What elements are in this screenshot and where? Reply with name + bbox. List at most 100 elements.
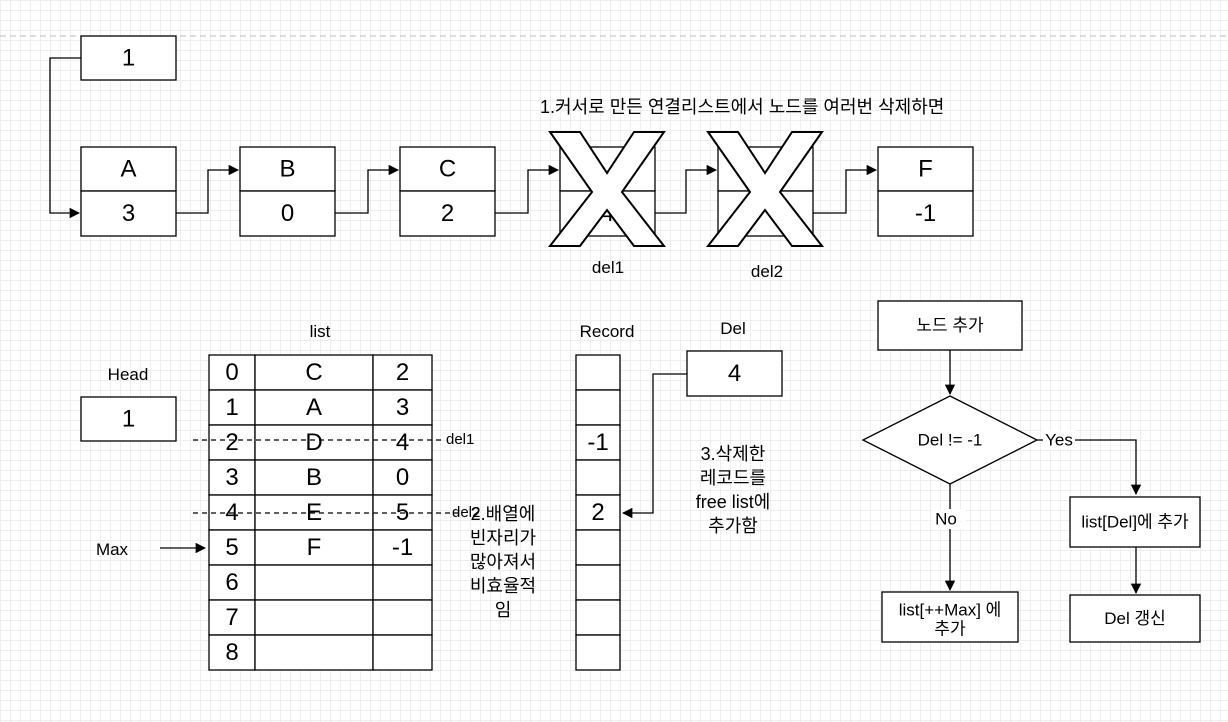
deleted-node-1: 4 [547,131,667,247]
arrow-b-c [335,164,400,214]
list-cell [208,459,256,496]
list-cell [372,424,433,461]
list-row: 7 [208,599,433,636]
note-3: 3.삭제한 레코드를 free list에 추가함 [696,444,771,536]
list-index: 5 [225,534,238,561]
record-label: Record [580,322,635,341]
record-cell [575,459,621,496]
node-name: C [439,156,456,183]
list-data: D [305,429,322,456]
node-name: A [120,156,136,183]
list-cell [372,389,433,426]
node-name: F [918,156,933,183]
flow-decision-diamond: Del != -1 [861,395,1039,485]
list-row: 3 B 0 [208,459,433,496]
head-arrow [49,57,81,219]
del2-label: del2 [751,262,783,281]
list-cell [254,424,374,461]
list-next: -1 [392,534,413,561]
list-cell [254,389,374,426]
list-cell [208,354,256,391]
list-index: 7 [225,604,238,631]
list-index: 8 [225,639,238,666]
note-3-line: 레코드를 [700,468,766,488]
flow-add-max-line: list[++Max] 에 [899,601,1002,620]
flow-add-max-box: list[++Max] 에 추가 [881,591,1019,643]
head-label: Head [108,365,149,384]
list-cell [372,354,433,391]
row-del1-label: del1 [446,431,474,448]
node-next: 3 [122,200,135,227]
note-3-line: 3.삭제한 [701,444,766,464]
note-2-line: 비효율적 [470,576,536,596]
note-3-line: 추가함 [708,516,758,536]
head-value: 1 [122,406,135,433]
list-index: 1 [225,394,238,421]
list-cell [208,424,256,461]
del1-label: del1 [592,258,624,277]
list-cell [372,634,433,671]
record-value: 2 [591,499,604,526]
node-f: F -1 [877,146,974,237]
flow-add-max-line: 추가 [934,620,966,639]
record-cell [575,529,621,566]
max-label: Max [96,540,129,559]
list-cell [254,599,374,636]
node-a: A 3 [80,146,177,237]
del-value: 4 [728,360,741,387]
yes-label-bg [1043,430,1075,450]
node-next: -1 [915,200,936,227]
list-row: 1 A 3 [208,389,433,426]
note-1-title: 1.커서로 만든 연결리스트에서 노드를 여러번 삭제하면 [540,97,944,117]
del-label: Del [720,319,746,338]
note-2-line: 2.배열에 [471,504,536,524]
note-2-line: 많아져서 [470,552,536,572]
arrow-a-b [176,164,240,214]
list-data: B [306,464,322,491]
note-2: 2.배열에 빈자리가 많아져서 비효율적 임 [470,504,536,620]
flow-update-del-box: Del 갱신 [1069,594,1201,643]
record-cell [575,389,621,426]
flow-add-del-box: list[Del]에 추가 [1069,496,1201,548]
list-next: 3 [396,394,409,421]
head-pointer-box: 1 [80,35,177,81]
no-label-bg [932,509,966,529]
list-cell [372,564,433,601]
deleted-node-2 [705,131,825,247]
list-cell [372,529,433,566]
flow-yes-label: Yes [1045,431,1073,450]
delete-x-icon [547,131,667,247]
list-index: 3 [225,464,238,491]
list-next: 2 [396,359,409,386]
head-box: 1 [80,396,177,442]
note-2-line: 임 [495,600,512,620]
node-b: B 0 [239,146,336,237]
list-data: F [307,534,322,561]
arrow-del1-del2 [655,164,718,214]
list-row: 6 [208,564,433,601]
record-value: -1 [587,429,608,456]
list-index: 0 [225,359,238,386]
delete-x-icon [705,131,825,247]
list-next: 4 [396,429,409,456]
list-next: 0 [396,464,409,491]
node-next: 0 [281,200,294,227]
record-cell [575,599,621,636]
list-data: A [306,394,322,421]
flow-add-del-label: list[Del]에 추가 [1081,513,1189,532]
flow-start-label: 노드 추가 [916,316,984,335]
flow-update-del-label: Del 갱신 [1104,609,1166,628]
list-cell [254,634,374,671]
record-table: -1 2 [575,354,621,671]
record-cell [575,564,621,601]
list-index: 6 [225,569,238,596]
list-cell [208,564,256,601]
list-row: 8 [208,634,433,671]
del-box: 4 [686,350,783,397]
list-label: list [310,322,331,341]
